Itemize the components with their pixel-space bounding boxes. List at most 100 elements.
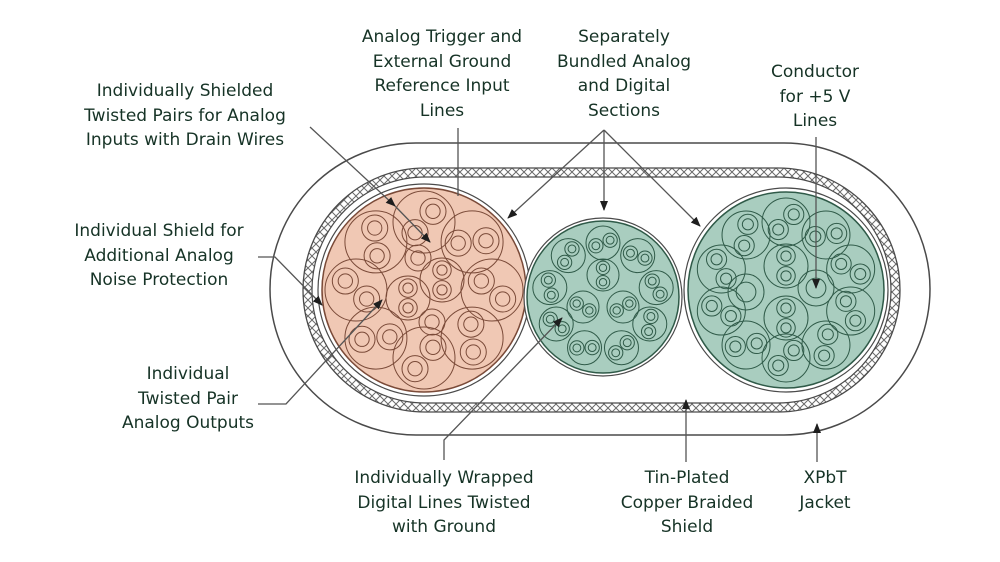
- wire: [540, 272, 556, 288]
- ground-wire-core: [410, 250, 426, 266]
- ground-wire: [404, 244, 432, 272]
- wire-core: [729, 340, 742, 353]
- twisted-pair-shield: [538, 306, 574, 342]
- wire: [715, 268, 737, 290]
- wire: [363, 242, 391, 270]
- wire: [746, 332, 768, 355]
- wire-core: [647, 276, 657, 286]
- twisted-pair-shield: [566, 290, 600, 324]
- wire: [595, 274, 611, 290]
- wire-core: [425, 203, 441, 219]
- wire-core: [407, 225, 423, 241]
- label-individual-shield: Individual Shield for Additional Analog …: [74, 221, 244, 290]
- wire-core: [772, 223, 785, 236]
- wire: [776, 266, 796, 286]
- wire-core: [367, 220, 383, 236]
- wire-core: [724, 310, 737, 323]
- wire-core: [585, 306, 594, 315]
- wire: [489, 285, 517, 313]
- wire: [622, 245, 639, 261]
- twisted-pair-shield: [392, 190, 456, 254]
- wire: [776, 298, 796, 318]
- wire-core: [622, 338, 632, 348]
- wire-core: [463, 316, 479, 332]
- wire-core: [382, 329, 398, 345]
- wire-core: [354, 331, 370, 347]
- wire: [459, 338, 487, 366]
- wire: [720, 305, 742, 327]
- label-shielded-twisted-pairs: Individually Shielded Twisted Pairs for …: [84, 81, 286, 150]
- twisted-pair-shield: [392, 326, 456, 390]
- wire: [776, 246, 796, 266]
- wire: [361, 214, 389, 242]
- wire: [767, 354, 789, 377]
- wire: [582, 303, 597, 318]
- wire-core: [787, 344, 800, 357]
- wire: [619, 335, 635, 351]
- wire-core: [787, 208, 800, 221]
- twisted-pair-shield: [567, 330, 603, 366]
- wire: [444, 229, 472, 257]
- wire: [569, 296, 584, 311]
- wire: [849, 263, 871, 285]
- wire: [844, 310, 867, 332]
- wire: [401, 355, 429, 383]
- wire-core: [598, 263, 608, 272]
- wire: [776, 318, 796, 338]
- label-analog-trigger: Analog Trigger and External Ground Refer…: [361, 27, 523, 121]
- twisted-pair-shield: [586, 258, 620, 292]
- wire-core: [359, 291, 375, 307]
- wire: [472, 227, 500, 255]
- wire-core: [830, 227, 843, 240]
- twisted-pair-shield: [721, 210, 771, 260]
- wire-core: [612, 306, 621, 315]
- wire-core: [465, 344, 481, 360]
- twisted-pair-shield: [761, 333, 811, 383]
- power-conductor-core: [735, 281, 757, 303]
- power-conductor: [727, 273, 765, 311]
- wire-core: [543, 275, 553, 285]
- wire-core: [780, 322, 792, 334]
- wire: [564, 241, 580, 257]
- twisted-pair-shield: [761, 197, 811, 247]
- wire: [457, 310, 485, 338]
- wire-core: [572, 299, 581, 308]
- wire-core: [854, 267, 867, 281]
- wire: [348, 325, 376, 353]
- power-bundle-fill: [687, 191, 885, 389]
- wire-core: [560, 257, 570, 267]
- twisted-pair-shield: [585, 225, 621, 261]
- twisted-pair-shield: [763, 295, 809, 341]
- wire-core: [780, 270, 792, 282]
- wire: [652, 286, 668, 302]
- twisted-pair-shield: [606, 290, 640, 324]
- wire-core: [473, 273, 489, 289]
- twisted-pair-shield: [721, 320, 771, 370]
- wire: [724, 335, 746, 358]
- twisted-pair-shield: [638, 270, 674, 306]
- wire-core: [572, 343, 582, 353]
- leader-shielded-pairs-2: [394, 205, 431, 243]
- wire-core: [646, 312, 656, 321]
- wire: [419, 333, 447, 361]
- wire-core: [495, 291, 511, 307]
- wire-core: [780, 302, 792, 314]
- wire-core: [640, 253, 650, 263]
- wire: [830, 253, 852, 275]
- wire: [353, 285, 381, 313]
- wire-core: [772, 359, 785, 372]
- twisted-pair-shield: [603, 330, 639, 366]
- wire-core: [710, 253, 723, 266]
- wire-core: [478, 233, 494, 249]
- wire: [569, 340, 585, 356]
- wire-core: [591, 241, 601, 251]
- twisted-pair-shield: [532, 270, 568, 306]
- twisted-pair-shield: [419, 257, 465, 303]
- twisted-pair-shield: [696, 286, 746, 336]
- twisted-pair-shield: [440, 210, 504, 274]
- analog-bundle: [317, 183, 531, 397]
- wire-core: [598, 278, 608, 287]
- wire-core: [626, 248, 635, 258]
- wire-core: [738, 239, 751, 252]
- wire: [432, 280, 452, 300]
